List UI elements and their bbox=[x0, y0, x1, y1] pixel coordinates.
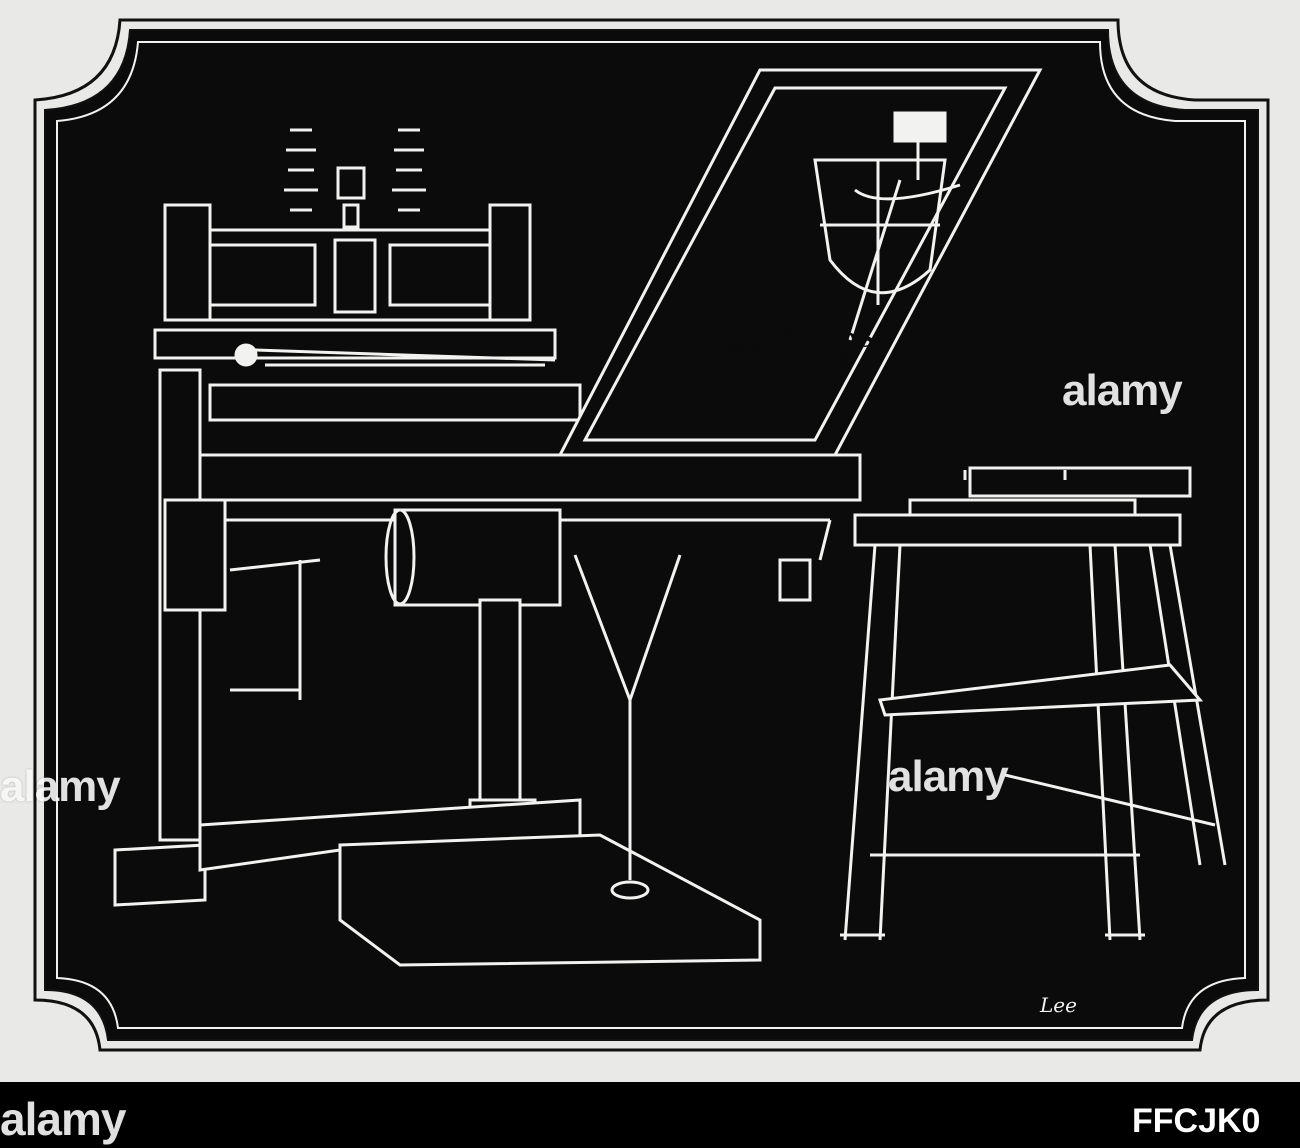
watermark-alamy-left: alamy bbox=[0, 762, 121, 811]
image-id-label: FFCJK0 bbox=[1132, 1102, 1261, 1140]
watermark-alamy-right: alamy bbox=[1062, 366, 1183, 415]
press-springs bbox=[284, 128, 426, 229]
watermark-alamy-center: alamy bbox=[888, 752, 1009, 801]
inking-stand bbox=[840, 466, 1227, 941]
engraver-signature: Lee bbox=[1039, 993, 1077, 1017]
watermark-alamy-bottom: alamy bbox=[0, 1093, 126, 1145]
printing-press bbox=[113, 128, 862, 967]
watermark-band bbox=[0, 1082, 1300, 1148]
tympan-frame bbox=[557, 68, 1043, 457]
